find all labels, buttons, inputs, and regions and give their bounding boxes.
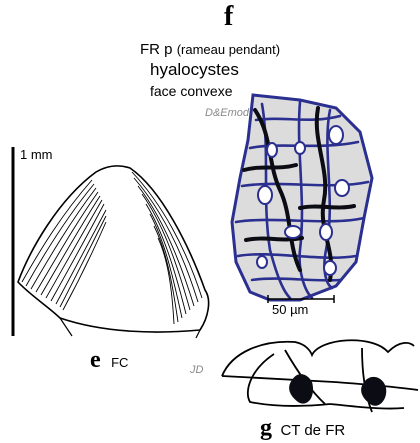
chlorocyst-left [289,374,313,404]
panel-g-letter: g [260,415,272,441]
panel-e-caption: e FC [90,346,128,377]
cross-section-g [222,340,418,412]
cross-section-top-cells [222,340,414,376]
panel-g-credit: JD [190,364,203,377]
panel-g-caption-text: CT de FR [280,422,345,439]
panel-g-caption: g CT de FR [260,414,345,443]
panel-e-letter: e [90,347,101,373]
chlorocyst-right [361,377,386,406]
scale-bar-1mm-label: 1 mm [20,147,53,162]
panel-e-caption-text: FC [111,355,128,370]
scale-bar-50um-label: 50 µm [272,302,308,317]
